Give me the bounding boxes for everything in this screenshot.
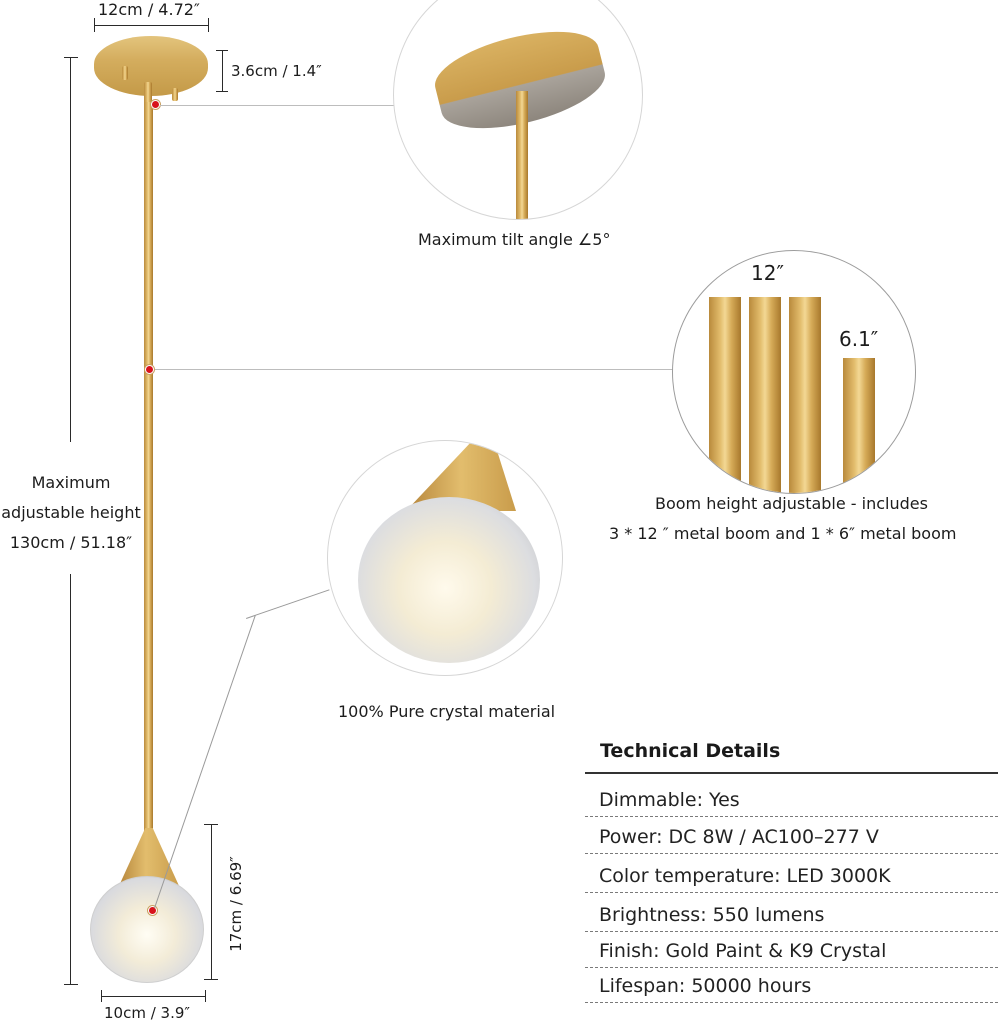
marker-dot: [151, 100, 160, 109]
tilt-circle: [393, 0, 643, 220]
max-height-line1: Maximum: [31, 473, 111, 492]
dim-tick: [216, 91, 228, 92]
boom-12in: [709, 297, 741, 493]
dim-tick: [64, 57, 78, 58]
canopy-width-label: 12cm / 4.72″: [98, 0, 200, 19]
boom-12in: [789, 297, 821, 493]
spec-row-lifespan: Lifespan: 50000 hours: [585, 966, 998, 1003]
boom-short-label: 6.1″: [839, 327, 879, 351]
max-height-line: [70, 57, 71, 442]
shade-width-label: 10cm / 3.9″: [104, 1004, 190, 1022]
boom-circle: 12″ 6.1″: [672, 250, 916, 494]
crystal-globe-closeup: [358, 497, 540, 663]
crystal-caption: 100% Pure crystal material: [338, 702, 556, 721]
leader-line: [160, 105, 400, 106]
tilt-caption: Maximum tilt angle ∠5°: [418, 230, 611, 249]
boom-12in: [749, 297, 781, 493]
pendant-rod: [144, 102, 153, 842]
boom-long-label: 12″: [751, 261, 784, 285]
boom-caption-line2: 3 * 12 ″ metal boom and 1 * 6″ metal boo…: [609, 524, 957, 543]
boom-6in: [843, 358, 875, 493]
boom-caption-line1: Boom height adjustable - includes: [655, 494, 928, 513]
spec-row-brightness: Brightness: 550 lumens: [585, 895, 998, 932]
max-height-line3: 130cm / 51.18″: [9, 533, 133, 552]
leader-line: [246, 589, 330, 619]
spec-row-dimmable: Dimmable: Yes: [585, 780, 998, 817]
max-height-label: Maximum adjustable height 130cm / 51.18″: [0, 468, 142, 558]
dim-tick: [204, 979, 218, 980]
leader-line: [155, 369, 673, 370]
shade-width-line: [101, 996, 205, 997]
canopy-height-line: [222, 50, 223, 91]
canopy-screw: [122, 66, 128, 80]
spec-row-color-temperature: Color temperature: LED 3000K: [585, 856, 998, 893]
dim-tick: [205, 990, 206, 1002]
technical-details-title: Technical Details: [600, 740, 781, 762]
max-height-line: [70, 574, 71, 984]
canopy-width-line: [94, 25, 209, 26]
crystal-globe: [90, 876, 204, 983]
canopy-screw: [172, 88, 178, 101]
title-divider: [585, 772, 998, 774]
rod-closeup: [516, 91, 528, 219]
shade-height-label: 17cm / 6.69″: [227, 856, 245, 952]
dim-tick: [64, 984, 78, 985]
canopy-swivel: [144, 82, 152, 104]
canopy-height-label: 3.6cm / 1.4″: [231, 62, 322, 80]
shade-height-line: [211, 824, 212, 979]
marker-dot: [148, 906, 157, 915]
spec-row-power: Power: DC 8W / AC100–277 V: [585, 817, 998, 854]
marker-dot: [145, 365, 154, 374]
spec-row-finish: Finish: Gold Paint & K9 Crystal: [585, 931, 998, 968]
crystal-circle: [327, 440, 563, 676]
max-height-line2: adjustable height: [1, 503, 141, 522]
